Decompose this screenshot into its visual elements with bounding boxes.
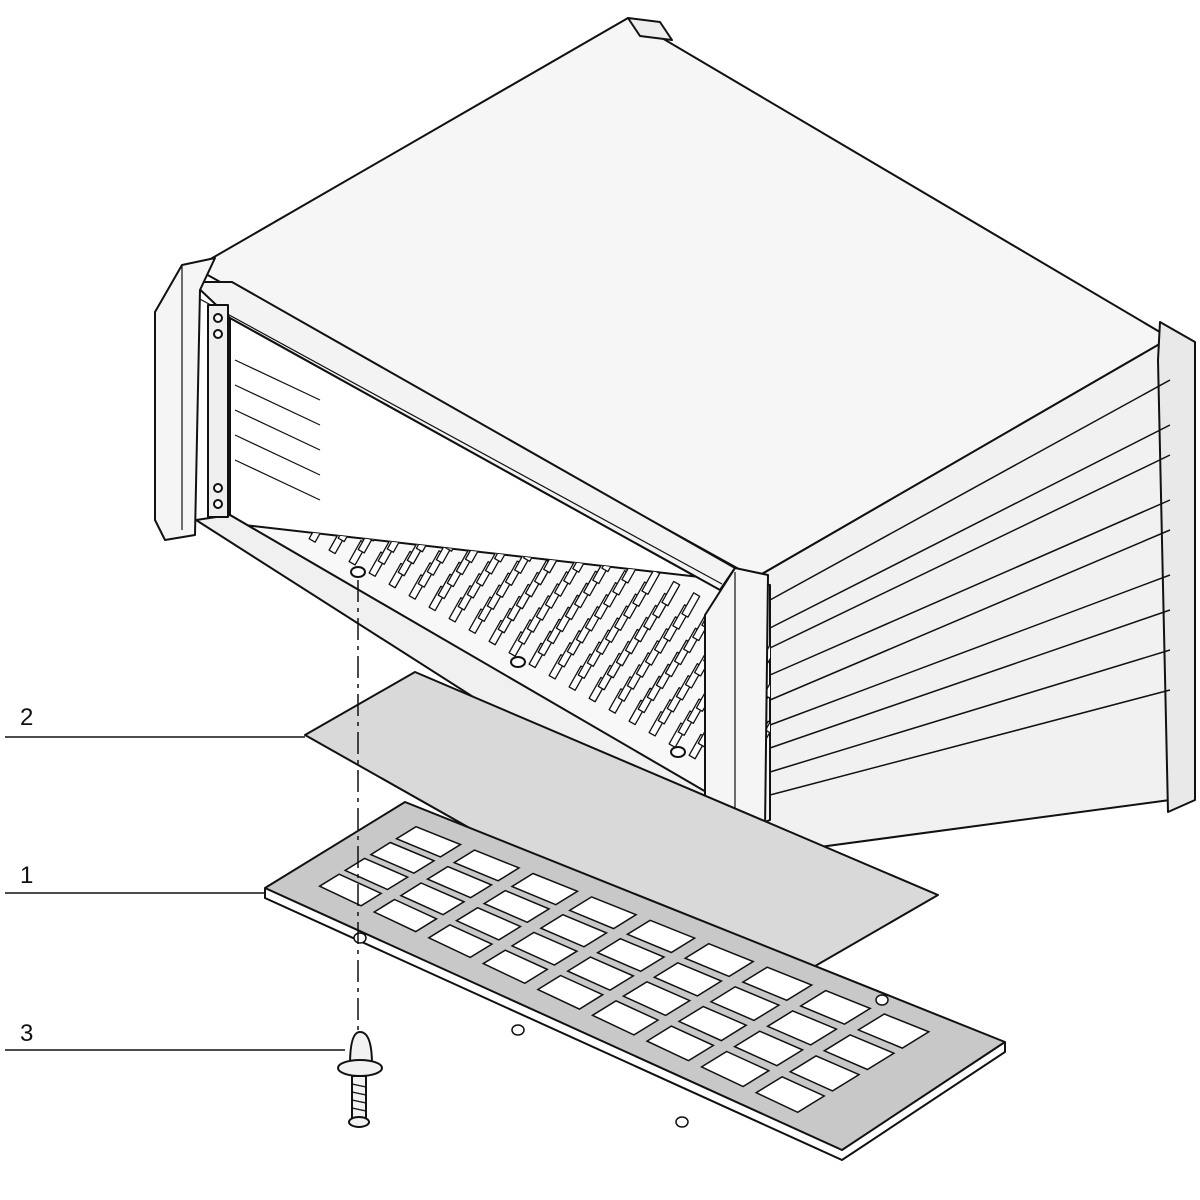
grille-hole xyxy=(353,932,367,944)
grille-opening xyxy=(394,825,463,858)
grille-opening xyxy=(754,1075,826,1114)
callout-3: 3 xyxy=(20,1020,34,1047)
left-front-handle xyxy=(154,257,216,541)
grille-opening xyxy=(799,989,872,1026)
callout-2: 2 xyxy=(20,704,34,731)
grille-hole xyxy=(875,994,889,1006)
grille-hole xyxy=(511,1024,525,1036)
grille-opening xyxy=(510,931,579,966)
grille-hole xyxy=(675,1116,689,1128)
case-rear-tab xyxy=(627,17,673,41)
grille-opening xyxy=(590,999,660,1036)
grille-openings xyxy=(318,825,931,1114)
grille-opening xyxy=(427,923,494,959)
base-hole xyxy=(350,566,366,578)
grille-opening xyxy=(568,896,638,930)
grille-opening xyxy=(369,841,436,875)
grille-opening xyxy=(652,961,724,997)
grille-opening xyxy=(452,849,521,882)
grille-opening xyxy=(481,949,549,985)
grille-opening xyxy=(595,937,666,973)
grille-opening xyxy=(733,1030,805,1067)
vent-slot xyxy=(681,592,701,618)
grille-frame xyxy=(264,801,1006,1162)
grille-opening xyxy=(510,872,580,906)
grille-opening xyxy=(741,966,814,1002)
base-hole xyxy=(510,656,526,668)
grille-opening xyxy=(822,1034,896,1071)
grille-opening xyxy=(621,980,692,1017)
grille-opening xyxy=(709,985,781,1022)
callout-1: 1 xyxy=(20,862,34,889)
grille-opening xyxy=(425,865,494,899)
side-ribs xyxy=(769,379,1171,796)
mounting-screw xyxy=(213,329,223,339)
grille-opening xyxy=(625,919,697,954)
push-rivet xyxy=(337,1030,383,1128)
grille-opening xyxy=(765,1010,839,1046)
grille-opening xyxy=(539,913,609,948)
grille-opening xyxy=(399,882,466,916)
grille-opening xyxy=(318,873,383,907)
grille-opening xyxy=(566,956,635,992)
mounting-screw xyxy=(213,483,223,493)
grille-opening xyxy=(788,1055,861,1092)
case-side-profile xyxy=(1157,321,1196,813)
grille-opening xyxy=(536,974,605,1010)
enclosure-case xyxy=(154,17,1196,856)
grille-opening xyxy=(683,942,755,978)
grille-opening xyxy=(856,1013,931,1049)
grille-opening xyxy=(700,1050,771,1088)
grille-opening xyxy=(645,1025,715,1062)
mounting-screw xyxy=(213,313,223,323)
mounting-screw xyxy=(213,499,223,509)
interior-ribs xyxy=(234,359,321,501)
vent-slot xyxy=(661,580,681,607)
grille-opening xyxy=(482,889,551,924)
grille-opening xyxy=(677,1005,748,1042)
grille-opening xyxy=(454,906,523,941)
base-hole xyxy=(670,746,686,758)
grille-opening xyxy=(372,898,439,933)
left-mounting-strip xyxy=(207,304,229,518)
grille-opening xyxy=(343,857,410,891)
